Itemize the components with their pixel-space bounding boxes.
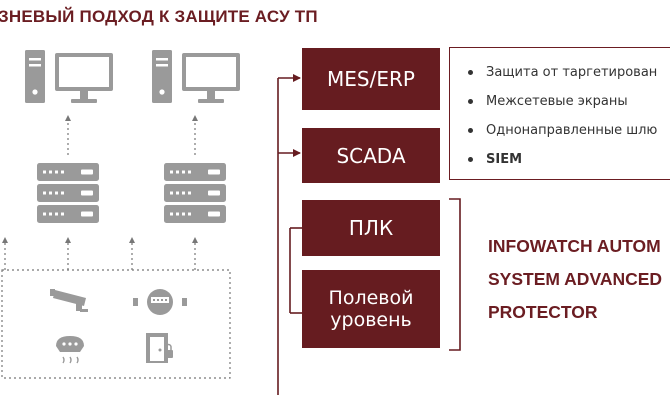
camera-icon xyxy=(50,289,88,312)
product-name-line: INFOWATCH AUTOM xyxy=(488,236,661,256)
workstation-icon xyxy=(152,50,240,103)
field-devices-area xyxy=(1,269,231,379)
feature-item: Защита от таргетирован xyxy=(468,58,670,87)
door-lock-icon xyxy=(146,333,173,363)
product-name-line: SYSTEM ADVANCED xyxy=(488,269,663,289)
level-scada: SCADA xyxy=(302,128,440,183)
level-mes-erp: MES/ERP xyxy=(302,48,440,110)
product-name-line: PROTECTOR xyxy=(488,302,598,322)
level-field: Полевой уровень xyxy=(302,270,440,348)
feature-item: Однонаправленные шлю xyxy=(468,116,670,145)
feature-item: Межсетевые экраны xyxy=(468,87,670,116)
server-icon xyxy=(164,163,226,223)
page-title: ЗНЕВЫЙ ПОДХОД К ЗАЩИТЕ АСУ ТП xyxy=(0,7,318,26)
protection-features-list: Защита от таргетирован Межсетевые экраны… xyxy=(449,47,670,180)
meter-icon xyxy=(133,289,187,315)
product-bracket xyxy=(449,198,461,351)
product-name: INFOWATCH AUTOM SYSTEM ADVANCED PROTECTO… xyxy=(488,230,662,329)
workstation-icon xyxy=(25,50,113,103)
level-plc: ПЛК xyxy=(302,200,440,256)
feature-item: SIEM xyxy=(468,145,670,174)
server-icon xyxy=(37,163,99,223)
sensor-icon xyxy=(56,336,84,364)
